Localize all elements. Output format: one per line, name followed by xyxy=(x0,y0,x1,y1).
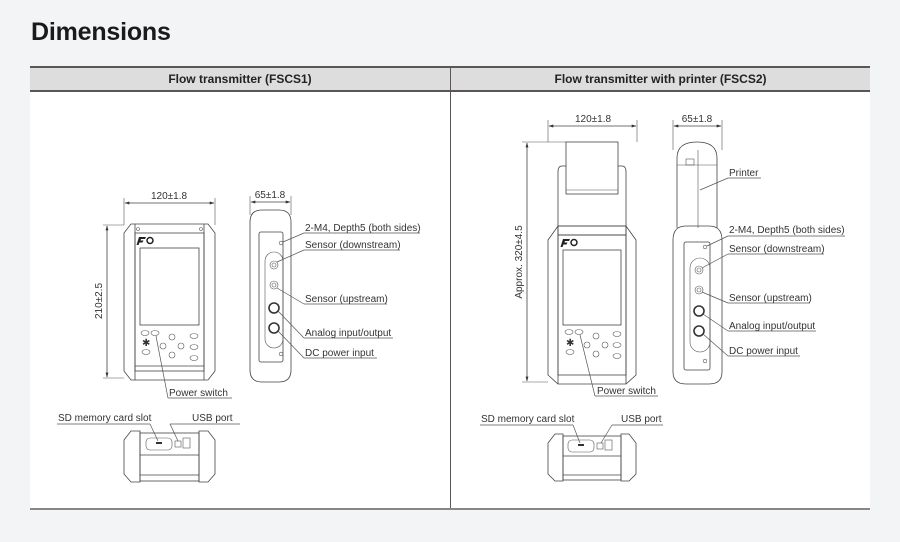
power-glyph-icon: ✱ xyxy=(566,338,574,349)
fscs1-label-m4: 2-M4, Depth5 (both sides) xyxy=(305,223,421,234)
fscs2-front-view: 120±1.8 Approx. 320±4.5 ✱ Power switch xyxy=(514,114,658,397)
fscs1-side-view: 65±1.8 2-M4, Depth5 (both sides) Sensor … xyxy=(249,190,421,383)
brand-logo-icon xyxy=(560,238,578,247)
fscs1-front-view: 120±1.8 210±2.5 ✱ Power switch xyxy=(94,191,232,399)
fscs2-label-analog-io: Analog input/output xyxy=(729,321,815,332)
page-title: Dimensions xyxy=(31,18,171,46)
fscs2-power-switch-label: Power switch xyxy=(597,386,656,397)
fscs1-label-analog-io: Analog input/output xyxy=(305,328,391,339)
fscs1-label-sensor-downstream: Sensor (downstream) xyxy=(305,240,401,251)
fscs2-side-view: 65±1.8 Printer 2-M4, Depth5 (both sides)… xyxy=(672,114,845,385)
fscs2-usb-port-label: USB port xyxy=(621,414,662,425)
fscs2-height-dim: Approx. 320±4.5 xyxy=(514,225,525,299)
display-screen xyxy=(139,247,200,326)
column-header-fscs1: Flow transmitter (FSCS1) xyxy=(30,66,450,92)
brand-logo-icon xyxy=(136,236,154,245)
fscs2-side-width-dim: 65±1.8 xyxy=(682,114,713,125)
fscs1-bottom-view: SD memory card slot USB port xyxy=(57,413,240,483)
keypad xyxy=(564,329,622,359)
fscs1-usb-port-label: USB port xyxy=(192,413,233,424)
fscs1-label-dc-power: DC power input xyxy=(305,348,374,359)
power-glyph-icon: ✱ xyxy=(142,338,150,349)
fscs2-bottom-view: SD memory card slot USB port xyxy=(480,414,663,482)
fscs2-label-dc-power: DC power input xyxy=(729,346,798,357)
fscs2-label-sensor-downstream: Sensor (downstream) xyxy=(729,244,825,255)
fscs1-label-sensor-upstream: Sensor (upstream) xyxy=(305,294,388,305)
fscs1-sd-slot-label: SD memory card slot xyxy=(58,413,152,424)
fscs2-label-sensor-upstream: Sensor (upstream) xyxy=(729,293,812,304)
fscs1-height-dim: 210±2.5 xyxy=(94,283,105,320)
column-divider xyxy=(450,66,451,508)
fscs2-width-dim: 120±1.8 xyxy=(575,114,612,125)
column-header-fscs2: Flow transmitter with printer (FSCS2) xyxy=(451,66,870,92)
keypad xyxy=(140,330,199,361)
fscs1-power-switch-label: Power switch xyxy=(169,388,228,399)
fscs1-side-width-dim: 65±1.8 xyxy=(255,190,286,201)
fscs2-sd-slot-label: SD memory card slot xyxy=(481,414,575,425)
fscs1-width-dim: 120±1.8 xyxy=(151,191,188,202)
dimensions-table: Flow transmitter (FSCS1) Flow transmitte… xyxy=(30,66,870,510)
fscs2-label-m4: 2-M4, Depth5 (both sides) xyxy=(729,225,845,236)
display-screen xyxy=(562,249,622,326)
fscs2-label-printer: Printer xyxy=(729,168,759,179)
